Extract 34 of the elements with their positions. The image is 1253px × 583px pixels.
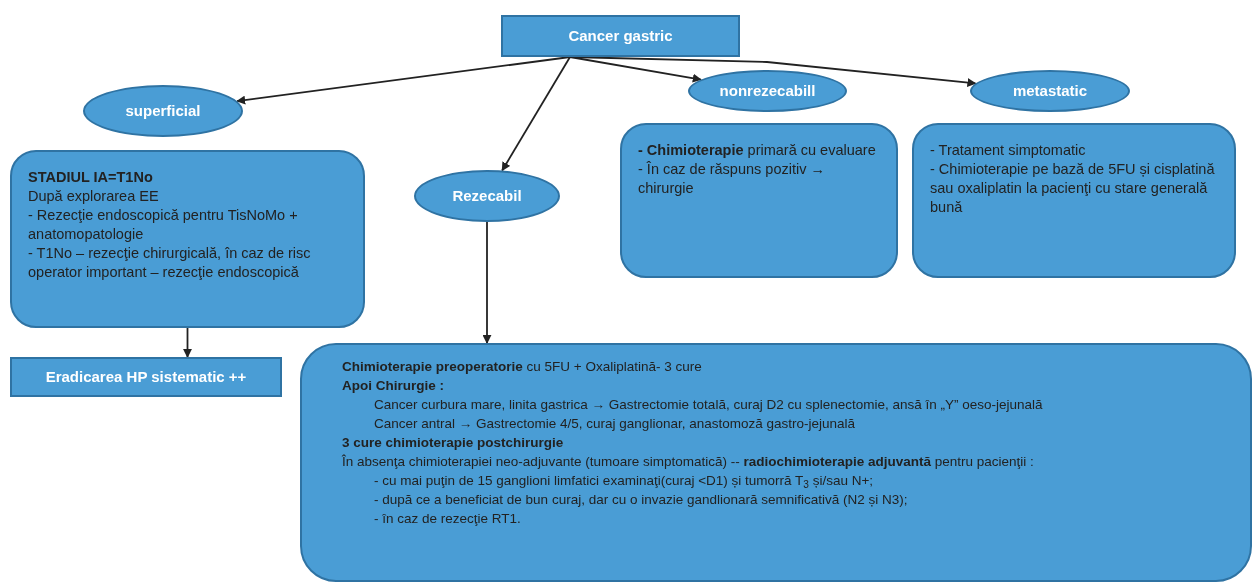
text-line: Apoi Chirurgie :	[342, 377, 445, 395]
text-line: 3 cure chimioterapie postchirurgie	[342, 434, 565, 452]
text-line: - Chimioterapie pe bază de 5FU și cisplatină sau oxaliplatin la pacienţi cu stare generală bună	[930, 160, 1216, 217]
text-line: Chimioterapie preoperatorie cu 5FU + Oxaliplatină- 3 cure	[342, 358, 703, 376]
text-line: - Tratament simptomatic	[930, 141, 1087, 160]
arrow	[482, 221, 492, 344]
text-line: - Chimioterapie primară cu evaluare	[638, 141, 877, 160]
text-line: - cu mai puţin de 15 ganglioni limfatici examinaţi(curaj <D1) și tumorră T$_{3}$ și/sau N+;	[373, 472, 875, 490]
node-label: Rezecabil	[452, 185, 522, 206]
text-line: STADIUL IA=T1No	[28, 168, 154, 187]
text-line: - în caz de rezecţie RT1.	[373, 510, 522, 528]
node-label: metastatic	[1012, 80, 1088, 101]
text-card	[300, 343, 1252, 582]
arrow	[183, 327, 192, 358]
text-line: În absenţa chimioterapiei neo-adjuvante (tumoare simptomatică) -- radiochimioterapie adjuvantă pentru pacienţii :	[342, 453, 1035, 471]
text-line: Cancer antral → Gastrectomie 4/5, curaj ganglionar, anastomoză gastro-jejunală	[373, 415, 856, 433]
arrow	[569, 56, 977, 87]
node-label: superficial	[125, 100, 201, 121]
text-line: - după ce a beneficiat de bun curaj, dar cu o invazie gandlionară semnificativă (N2 și N3);	[373, 491, 909, 509]
text-card	[620, 123, 898, 278]
text-line: - În caz de răspuns pozitiv → chirurgie	[638, 160, 826, 198]
text-card	[912, 123, 1236, 278]
text-line: După explorarea EE	[28, 187, 160, 206]
text-line: - Rezecţie endoscopică pentru TisNoMo + anatomopatologie	[28, 206, 299, 244]
text-card	[10, 150, 365, 328]
arrow	[501, 56, 571, 172]
node-label: nonrezecabill	[719, 80, 816, 101]
node-label: Cancer gastric	[568, 25, 673, 46]
text-line: Cancer curbura mare, linita gastrica → Gastrectomie totală, curaj D2 cu splenectomie, ansă în „Y” oeso-jejunală	[373, 396, 1044, 414]
arrow	[236, 56, 571, 105]
process-box	[501, 15, 740, 57]
text-line: - T1No – rezecţie chirurgicală, în caz de risc operator important – rezecţie endoscopică	[28, 244, 312, 282]
process-box	[10, 357, 282, 397]
node-label: Eradicarea HP sistematic ++	[45, 366, 247, 387]
